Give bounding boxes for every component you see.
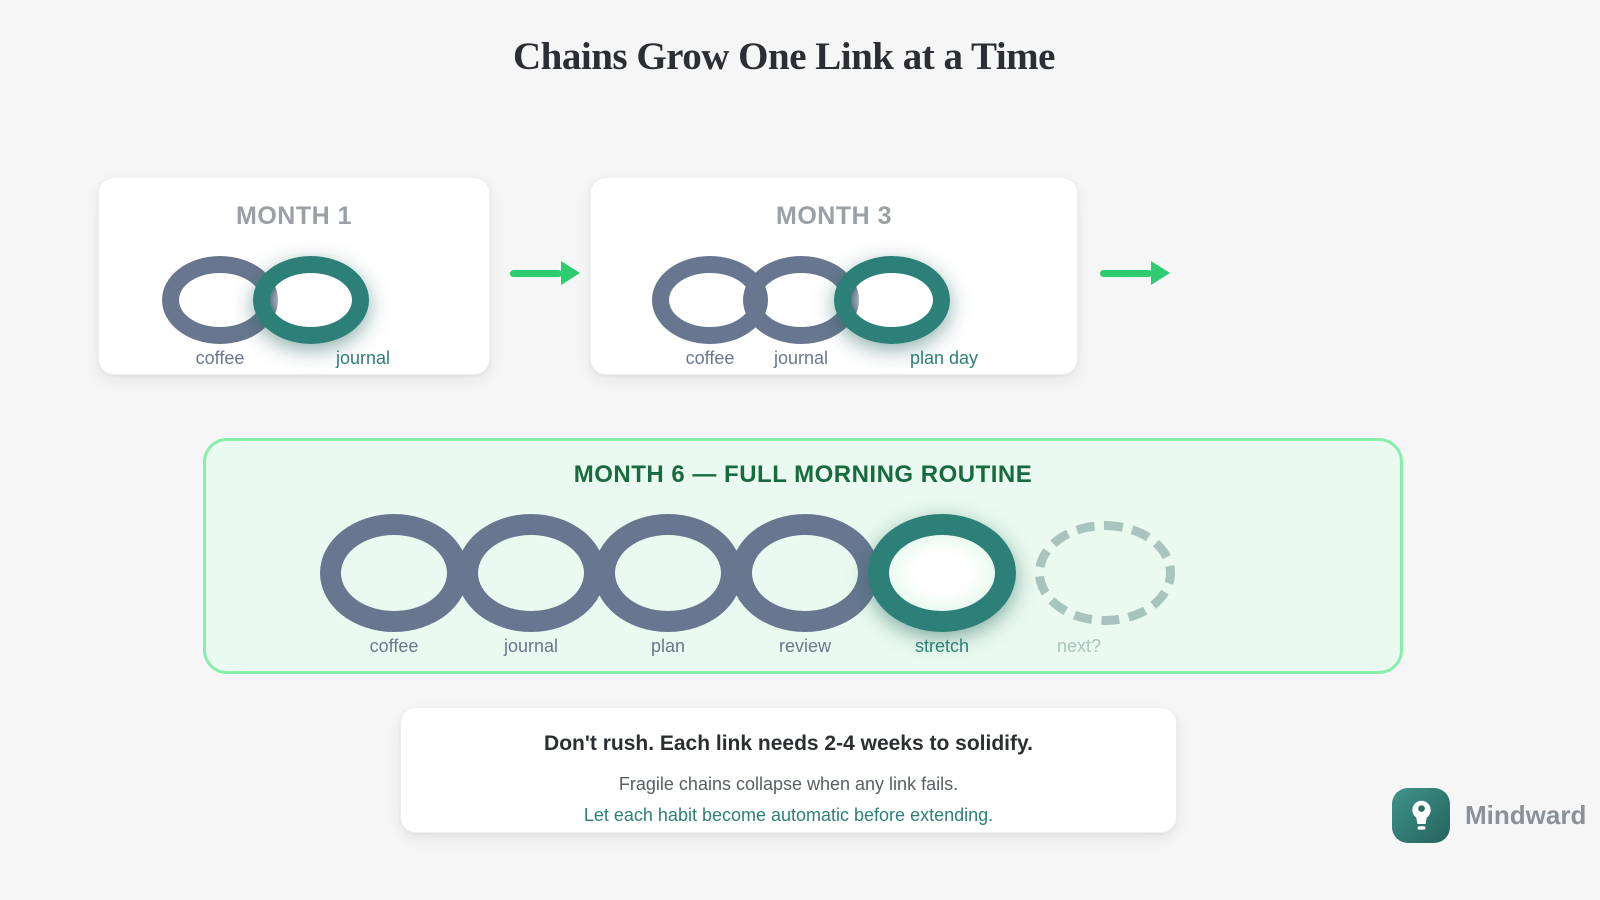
- chain-link-label: plan day: [909, 348, 979, 368]
- month-6-card: MONTH 6 — FULL MORNING ROUTINE coffee jou…: [203, 438, 1403, 674]
- chain-ring-icon: [457, 514, 605, 632]
- note-advice-text: Let each habit become automatic before e…: [583, 805, 994, 825]
- advice-note-card: Don't rush. Each link needs 2-4 weeks to…: [400, 707, 1177, 833]
- chain-link-label: journal: [335, 348, 391, 368]
- brand-name: Mindward: [1465, 800, 1587, 830]
- chain-link-label: coffee: [369, 636, 419, 656]
- month-3-card: MONTH 3 coffee journal plan day: [590, 177, 1078, 375]
- habit-chain-month-1: coffee journal: [162, 256, 390, 368]
- note-warning-text: Fragile chains collapse when any link fa…: [618, 774, 959, 794]
- chain-ring-icon: [731, 514, 879, 632]
- month-6-card-title: MONTH 6 — FULL MORNING ROUTINE: [573, 461, 1033, 488]
- chain-link-label: journal: [773, 348, 829, 368]
- chain-ring-icon: [834, 256, 950, 344]
- arrow-head: [1151, 261, 1170, 285]
- month-1-card-title: MONTH 1: [236, 202, 352, 230]
- chain-link: review: [731, 514, 879, 656]
- dashed-ring-icon: [1035, 521, 1175, 625]
- chain-link-label: coffee: [685, 348, 735, 368]
- chain-link-label: journal: [503, 636, 559, 656]
- arrow-line: [510, 270, 562, 277]
- arrow-right-icon: [1100, 261, 1170, 285]
- month-1-card: MONTH 1 coffee journal: [98, 177, 490, 375]
- chain-link-label: review: [778, 636, 832, 656]
- chain-link: coffee: [320, 514, 468, 656]
- chain-ring-icon: [253, 256, 369, 344]
- chain-ring-icon: [320, 514, 468, 632]
- note-heading: Don't rush. Each link needs 2-4 weeks to…: [544, 732, 1033, 755]
- chain-link: plan day: [834, 256, 978, 368]
- arrow-right-icon: [510, 261, 580, 285]
- chain-link: journal: [253, 256, 390, 368]
- chain-link: next?: [1005, 514, 1175, 656]
- chain-link: plan: [594, 514, 742, 656]
- chain-link-label: next?: [1056, 636, 1102, 656]
- chain-ring-icon: [594, 514, 742, 632]
- brand-logo: Mindward: [1392, 788, 1586, 843]
- month-3-card-title: MONTH 3: [776, 202, 892, 230]
- chain-link-label: plan: [650, 636, 686, 656]
- chain-link-label: stretch: [914, 636, 970, 656]
- habit-chain-month-6: coffee journal plan review stretch next?: [320, 514, 1175, 656]
- chain-link: journal: [457, 514, 605, 656]
- lightbulb-icon: [1392, 788, 1450, 843]
- arrow-head: [561, 261, 580, 285]
- chain-link: stretch: [868, 514, 1016, 656]
- chain-link: journal: [743, 256, 859, 368]
- page-title: Chains Grow One Link at a Time: [513, 35, 1055, 78]
- arrow-line: [1100, 270, 1152, 277]
- chain-ring-icon: [868, 514, 1016, 632]
- chain-link-label: coffee: [195, 348, 245, 368]
- habit-chain-month-3: coffee journal plan day: [652, 256, 978, 368]
